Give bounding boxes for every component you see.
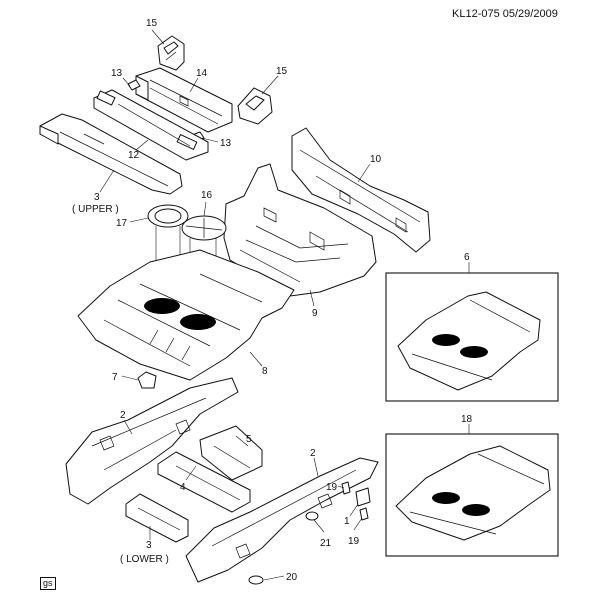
callout-2-right: 2 (310, 448, 316, 459)
part-14-detail (149, 79, 223, 125)
frame-6-assembled-view (385, 272, 559, 402)
callout-1: 1 (344, 516, 350, 527)
callout-3-lower-note: ( LOWER ) (120, 554, 169, 565)
part-3-lower-detail (137, 507, 181, 531)
part-5-detail (213, 445, 251, 469)
part-2-left-rail-detail (91, 397, 207, 471)
callout-3-lower: 3 (146, 540, 152, 551)
part-16-cover-detail (185, 218, 223, 238)
part-20-plug (248, 575, 264, 585)
callout-14: 14 (196, 68, 208, 79)
part-12-crossmember-panel (93, 89, 209, 161)
part-15-upper-bracket-detail (165, 51, 177, 61)
part-8-detail (103, 273, 263, 367)
callout-2-left: 2 (120, 410, 126, 421)
frame-18-assembly (395, 445, 551, 541)
callout-18: 18 (461, 414, 473, 425)
callout-12: 12 (128, 150, 140, 161)
callout-3-upper: 3 (94, 192, 100, 203)
part-10-detail (299, 149, 421, 233)
callout-17: 17 (116, 218, 128, 229)
part-17-ring (147, 204, 189, 228)
part-2-left-rail (65, 377, 239, 505)
part-2-right-rail (185, 457, 379, 583)
frame-6-assembly (397, 291, 541, 391)
callout-8: 8 (262, 366, 268, 377)
part-13-clip-left (127, 79, 141, 91)
leader-lines (99, 29, 470, 581)
part-4-crossmember (157, 451, 251, 513)
part-3-upper-rail-detail (59, 131, 169, 187)
callout-7: 7 (112, 372, 118, 383)
part-7-bracket (137, 371, 157, 389)
frame-18-assembled-view (385, 433, 559, 557)
callout-13-right: 13 (220, 138, 232, 149)
callout-6: 6 (464, 252, 470, 263)
part-1-bracket (355, 487, 371, 507)
part-8-floor-pan (77, 249, 295, 381)
part-4-detail (175, 465, 241, 501)
part-2-right-rail-detail (211, 469, 357, 559)
callouts: 15 13 14 15 13 12 3 ( UPPER ) 10 16 17 9… (72, 18, 473, 583)
callout-19-upper: 19 (326, 482, 338, 493)
part-12-detail (117, 103, 191, 147)
callout-20: 20 (286, 572, 298, 583)
part-15-upper-bracket (157, 35, 185, 71)
document-code: KL12-075 05/29/2009 (452, 8, 558, 20)
callout-16: 16 (201, 190, 213, 201)
part-19-bolt-a (341, 481, 351, 495)
callout-10: 10 (370, 154, 382, 165)
source-tag: gs (40, 577, 56, 590)
part-10-rear-panel (291, 127, 431, 253)
callout-9: 9 (312, 308, 318, 319)
callout-13-left: 13 (111, 68, 123, 79)
part-3-upper-rail (39, 113, 183, 195)
callout-15-top: 15 (146, 18, 158, 29)
part-15-side-bracket (237, 87, 273, 125)
frame-6-detail (411, 299, 531, 381)
part-5-reinforcement (199, 425, 263, 481)
part-19-bolt-b (359, 507, 369, 521)
callout-5: 5 (246, 434, 252, 445)
part-9-detail (239, 207, 349, 283)
callout-15-right: 15 (276, 66, 288, 77)
frame-18-detail (409, 453, 545, 535)
callout-4: 4 (180, 482, 186, 493)
callout-21: 21 (320, 538, 332, 549)
part-21-nut (305, 511, 319, 521)
callout-3-upper-note: ( UPPER ) (72, 204, 119, 215)
callout-19-lower: 19 (348, 536, 360, 547)
